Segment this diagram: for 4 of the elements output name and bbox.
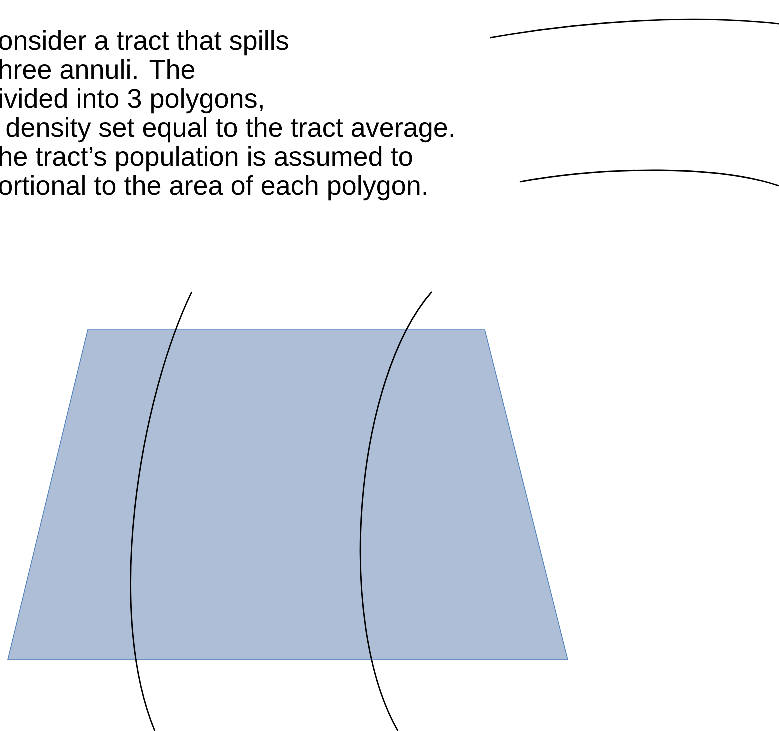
paragraph-line: density set equal to the tract average. — [6, 117, 454, 143]
paragraph-line: he tract’s population is assumed to — [0, 146, 412, 172]
paragraph-line: hree annuli. The — [0, 59, 195, 80]
paragraph-line: ivided into 3 polygons, — [0, 88, 263, 114]
